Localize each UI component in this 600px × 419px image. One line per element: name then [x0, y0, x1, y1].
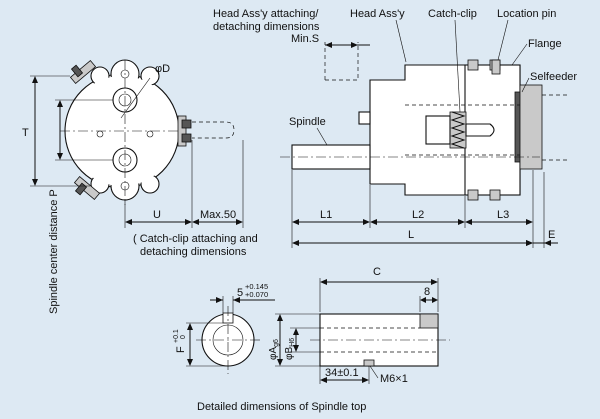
l3-label: L3: [497, 209, 509, 221]
catch-clip-note-line1: ( Catch-clip attaching and: [133, 233, 258, 245]
catch-clip-label: Catch-clip: [428, 8, 477, 20]
min-s-label: Min.S: [291, 33, 319, 45]
location-pin-label: Location pin: [497, 8, 556, 20]
spindle-center-distance-label: Spindle center distance P: [48, 189, 60, 314]
head-assy-label: Head Ass'y: [350, 8, 405, 20]
t-label: T: [22, 127, 29, 139]
right-clip: [177, 115, 192, 147]
five-tolerance-lower: +0.070: [245, 290, 268, 299]
spindle-top-detail: 5 +0.145 +0.070 F +0.1 0 C 8: [173, 266, 450, 413]
front-view: φD T Spindle center distance P U Max.50 …: [22, 59, 258, 314]
left-clip-top: [69, 60, 97, 84]
eight-label: 8: [424, 286, 430, 298]
phi-a-label: φAg6: [268, 339, 280, 360]
e-label: E: [548, 229, 555, 241]
f-label: F: [175, 346, 187, 353]
selfeeder-label: Selfeeder: [530, 71, 577, 83]
side-view: Min.S Head Ass'y attaching/ detaching di…: [213, 8, 577, 248]
m6-label: M6×1: [380, 373, 408, 385]
caption: Detailed dimensions of Spindle top: [197, 401, 366, 413]
five-tolerance-upper: +0.145: [245, 282, 268, 291]
head-assy-attaching-line2: detaching dimensions: [213, 21, 320, 33]
catch-clip-note-line2: detaching dimensions: [140, 246, 247, 258]
l-label: L: [408, 229, 414, 241]
u-label: U: [153, 209, 161, 221]
head-nub: [358, 111, 371, 125]
f-tolerance-upper: +0.1: [173, 329, 180, 343]
l2-label: L2: [412, 209, 424, 221]
phi-b-label: φBH6: [284, 338, 296, 360]
head-assy-attaching-line1: Head Ass'y attaching/: [213, 8, 319, 20]
f-tolerance-lower: 0: [180, 335, 187, 339]
keyway-side: [419, 313, 439, 329]
thirty-four-label: 34±0.1: [325, 367, 359, 379]
five-label: 5: [237, 287, 243, 299]
flange-label: Flange: [528, 38, 562, 50]
c-label: C: [373, 266, 381, 278]
spindle-label: Spindle: [289, 116, 326, 128]
phi-d-label: φD: [155, 63, 170, 75]
catch-pin: [425, 115, 451, 145]
l1-label: L1: [320, 209, 332, 221]
max-50-label: Max.50: [200, 209, 236, 221]
min-s-outline: [324, 42, 359, 81]
catch-clip-extension: [192, 121, 235, 139]
catch-clip-spring: [449, 111, 467, 149]
